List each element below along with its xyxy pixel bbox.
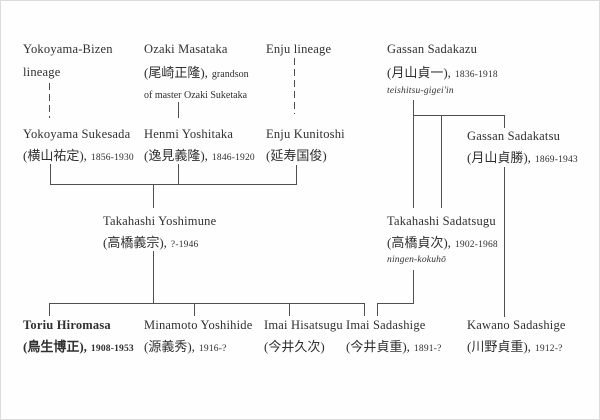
connector-toriu-drop <box>49 303 50 316</box>
connector-henmi-drop <box>178 164 179 185</box>
connector-stem-to-yoshimune <box>153 184 154 208</box>
person-kanji: (源義秀), <box>144 339 195 354</box>
node-takahashi-yoshimune: Takahashi Yoshimune (高橋義宗), ?-1946 <box>103 211 216 253</box>
person-name: Takahashi Yoshimune <box>103 214 217 228</box>
person-name: Henmi Yoshitaka <box>144 127 234 141</box>
person-dates: 1908-1953 <box>90 344 134 354</box>
person-kanji: (逸見義隆), <box>144 148 208 163</box>
person-dates: 1916-? <box>198 344 227 354</box>
lineage-label-line2: lineage <box>23 65 61 79</box>
node-enju-kunitoshi: Enju Kunitoshi (延寿国俊) <box>266 124 345 166</box>
person-kanji: (延寿国俊) <box>266 148 327 163</box>
connector-yoshimune-stem-down <box>153 251 154 304</box>
person-dates: 1912-? <box>534 344 563 354</box>
connector-sadatsugu-second-line <box>441 115 442 208</box>
node-imai-sadashige: Imai Sadashige (今井貞重), 1891-? <box>346 315 442 357</box>
person-dates: 1856-1930 <box>90 153 134 163</box>
person-dates: 1836-1918 <box>454 70 498 80</box>
person-name: Imai Sadashige <box>346 318 426 332</box>
connector-kunitoshi-drop <box>296 165 297 185</box>
connector-sadashige-drop-right <box>377 303 378 316</box>
person-kanji: (横山祐定), <box>23 148 87 163</box>
node-toriu-hiromasa: Toriu Hiromasa (鳥生博正), 1908-1953 <box>23 315 134 357</box>
person-kanji: (川野貞重), <box>467 339 531 354</box>
connector-enju-dashed-line <box>294 58 295 114</box>
connector-sadakatsu-drop <box>504 115 505 128</box>
person-dates: 1891-? <box>413 344 442 354</box>
connector-sadakazu-stem <box>413 100 414 208</box>
person-kanji: (今井貞重), <box>346 339 410 354</box>
person-honorific-title: ningen-kokuhō <box>387 255 447 265</box>
node-imai-hisatsugu: Imai Hisatsugu (今井久次) <box>264 315 343 357</box>
person-kanji: (月山貞勝), <box>467 150 531 165</box>
connector-yokoyama-dashed-line <box>49 83 50 118</box>
node-yokoyama-sukesada: Yokoyama Sukesada (横山祐定), 1856-1930 <box>23 124 134 166</box>
connector-ozaki-to-henmi <box>178 102 179 118</box>
label-yokoyama-bizen-lineage: Yokoyama-Bizen lineage <box>23 38 113 84</box>
person-kanji: (高橋貞次), <box>387 235 451 250</box>
person-name: Toriu Hiromasa <box>23 318 111 332</box>
connector-gassan-branch-bar <box>413 115 505 116</box>
person-name: Gassan Sadakazu <box>387 42 478 56</box>
connector-sadashige-drop-left <box>364 303 365 316</box>
person-honorific-title: teishitsu-gigei'in <box>387 86 454 96</box>
person-note: grandson <box>211 69 249 80</box>
lineage-label-line1: Yokoyama-Bizen <box>23 42 113 56</box>
person-name: Gassan Sadakatsu <box>467 129 561 143</box>
person-kanji: (鳥生博正), <box>23 339 87 354</box>
label-enju-lineage: Enju lineage <box>266 38 331 61</box>
person-name: Ozaki Masataka <box>144 42 228 56</box>
person-name: Enju Kunitoshi <box>266 127 345 141</box>
connector-sadakatsu-to-kawano <box>504 167 505 317</box>
person-dates: 1846-1920 <box>211 153 255 163</box>
connector-hisatsugu-drop <box>289 303 290 316</box>
node-henmi-yoshitaka: Henmi Yoshitaka (逸見義隆), 1846-1920 <box>144 124 255 166</box>
connector-row4-bar <box>49 303 365 304</box>
person-dates: 1902-1968 <box>454 240 498 250</box>
connector-minamoto-drop <box>194 303 195 316</box>
connector-sukesada-drop <box>50 164 51 185</box>
person-name: Takahashi Sadatsugu <box>387 214 496 228</box>
person-kanji: (月山貞一), <box>387 65 451 80</box>
node-kawano-sadashige: Kawano Sadashige (川野貞重), 1912-? <box>467 315 566 357</box>
connector-sadatsugu-elbow <box>377 303 414 304</box>
person-dates: 1869-1943 <box>534 155 578 165</box>
person-name: Yokoyama Sukesada <box>23 127 131 141</box>
connector-sadatsugu-stem-down <box>413 270 414 304</box>
person-kanji: (尾崎正隆), <box>144 65 208 80</box>
node-minamoto-yoshihide: Minamoto Yoshihide (源義秀), 1916-? <box>144 315 252 357</box>
connector-row2-bar <box>50 184 297 185</box>
person-name: Imai Hisatsugu <box>264 318 343 332</box>
lineage-label: Enju lineage <box>266 42 332 56</box>
node-takahashi-sadatsugu: Takahashi Sadatsugu (高橋貞次), 1902-1968 ni… <box>387 211 498 265</box>
person-kanji: (高橋義宗), <box>103 235 167 250</box>
person-note-line2: of master Ozaki Suketaka <box>144 90 248 101</box>
person-name: Kawano Sadashige <box>467 318 566 332</box>
node-gassan-sadakazu: Gassan Sadakazu (月山貞一), 1836-1918 teishi… <box>387 38 498 96</box>
person-dates: ?-1946 <box>170 240 199 250</box>
person-name: Minamoto Yoshihide <box>144 318 253 332</box>
node-gassan-sadakatsu: Gassan Sadakatsu (月山貞勝), 1869-1943 <box>467 126 578 168</box>
person-kanji: (今井久次) <box>264 339 325 354</box>
node-ozaki-masataka: Ozaki Masataka (尾崎正隆), grandson of maste… <box>144 38 249 107</box>
